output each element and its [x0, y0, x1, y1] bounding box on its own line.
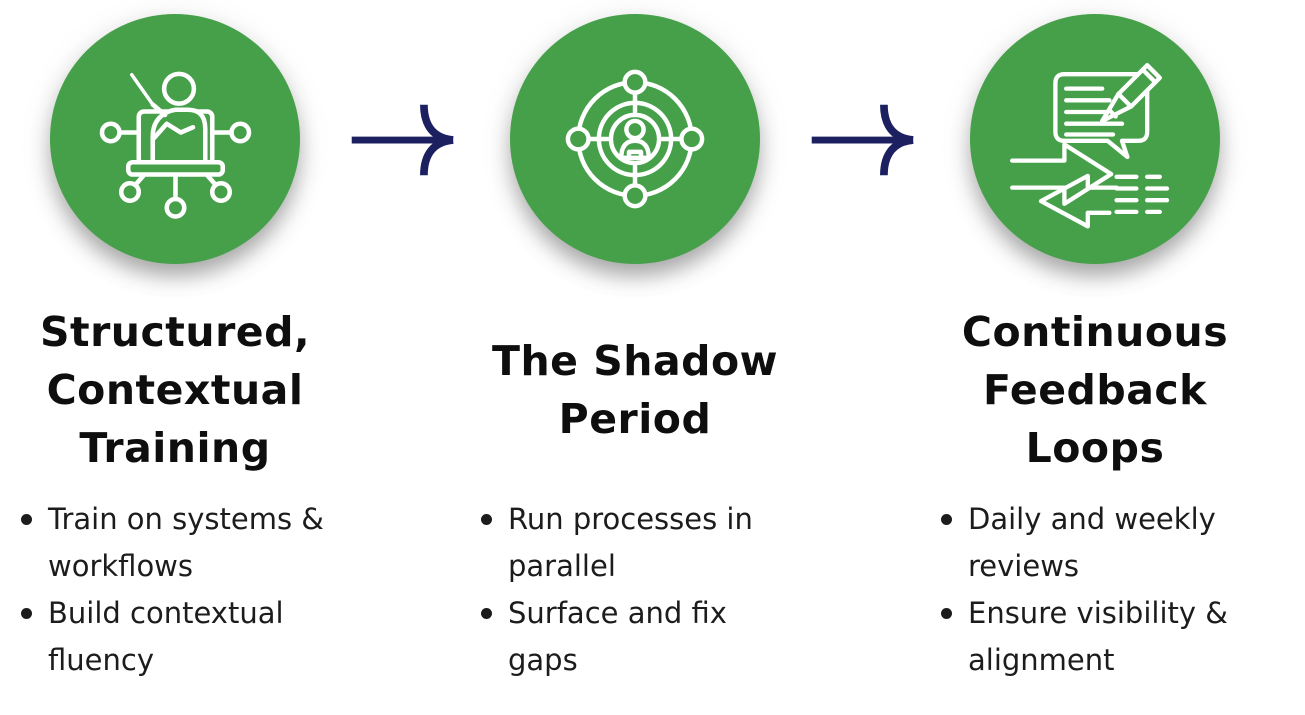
- trainer-torso: [149, 106, 208, 165]
- step-title-line: The Shadow: [491, 337, 778, 385]
- bullet-text: gaps: [508, 643, 578, 677]
- step-icon-circle: [510, 14, 760, 264]
- step-title: Continuous Feedback Loops: [962, 304, 1228, 476]
- bullet-text: Daily and weekly: [968, 502, 1216, 536]
- arrow-right-outline: [1010, 142, 1114, 206]
- step-structured-contextual-training: Structured, Contextual Training Train on…: [0, 0, 350, 684]
- crosshair-ticks: [588, 92, 682, 186]
- person-shoulders: [619, 138, 651, 161]
- bullet-text: parallel: [508, 549, 616, 583]
- trainer-network-icon: [99, 71, 251, 219]
- bullet-item: Surface and fix gaps: [474, 590, 796, 684]
- laptop-base: [125, 159, 225, 177]
- step-icon-circle: [50, 14, 300, 264]
- trainer-arm-raised: [149, 101, 167, 117]
- step-icon-circle: [970, 14, 1220, 264]
- orbit-nodes: [565, 69, 705, 209]
- flow-arrow-2: [810, 96, 920, 184]
- person-collar: [626, 149, 644, 161]
- bullet-item: Ensure visibility & alignment: [934, 590, 1256, 684]
- feedback-chat-arrows-icon: [1010, 63, 1175, 229]
- step-the-shadow-period: The Shadow Period Run processes in paral…: [460, 0, 810, 684]
- bullet-text: Ensure visibility &: [968, 596, 1228, 630]
- person-target-icon: [565, 69, 705, 209]
- bubble-text-lines: [1064, 86, 1125, 137]
- step-title: Structured, Contextual Training: [40, 304, 310, 476]
- trainer-head: [161, 71, 196, 106]
- person-head: [624, 118, 646, 141]
- network-nodes: [99, 120, 251, 219]
- pointer-stick: [129, 72, 154, 106]
- target-inner-ring: [608, 112, 662, 166]
- bullet-item: Build contextual fluency: [14, 590, 336, 684]
- step-bullet-list: Run processes in parallel Surface and fi…: [474, 496, 796, 684]
- bullet-item: Train on systems & workflows: [14, 496, 336, 590]
- step-title-line: Continuous: [961, 308, 1229, 356]
- bullet-text: Build contextual: [48, 596, 284, 630]
- right-arrow-icon: [811, 104, 914, 176]
- bullet-item: Daily and weekly reviews: [934, 496, 1256, 590]
- step-title: The Shadow Period: [492, 304, 778, 476]
- right-arrow-icon: [351, 104, 454, 176]
- bullet-text: fluency: [48, 643, 154, 677]
- bullet-text: reviews: [968, 549, 1080, 583]
- flow-arrow-1: [350, 96, 460, 184]
- bullet-text: workflows: [48, 549, 194, 583]
- step-bullet-list: Daily and weekly reviews Ensure visibili…: [934, 496, 1256, 684]
- step-title-line: Contextual: [46, 366, 304, 414]
- step-bullet-list: Train on systems & workflows Build conte…: [14, 496, 336, 684]
- bullet-text: Surface and fix: [508, 596, 727, 630]
- arrow-left-outline: [1038, 173, 1119, 229]
- bullet-text: Run processes in: [508, 502, 753, 536]
- speed-dashes: [1114, 174, 1175, 215]
- pencil-icon: [1100, 63, 1162, 124]
- step-title-line: Feedback: [983, 366, 1207, 414]
- step-title-line: Training: [79, 424, 271, 472]
- trainer-arm-bent: [149, 120, 195, 142]
- bullet-text: alignment: [968, 643, 1115, 677]
- step-continuous-feedback-loops: Continuous Feedback Loops Daily and week…: [920, 0, 1270, 684]
- step-title-line: Period: [558, 395, 712, 443]
- step-title-line: Loops: [1025, 424, 1165, 472]
- bullet-text: Train on systems &: [48, 502, 324, 536]
- bullet-item: Run processes in parallel: [474, 496, 796, 590]
- step-title-line: Structured,: [39, 308, 311, 356]
